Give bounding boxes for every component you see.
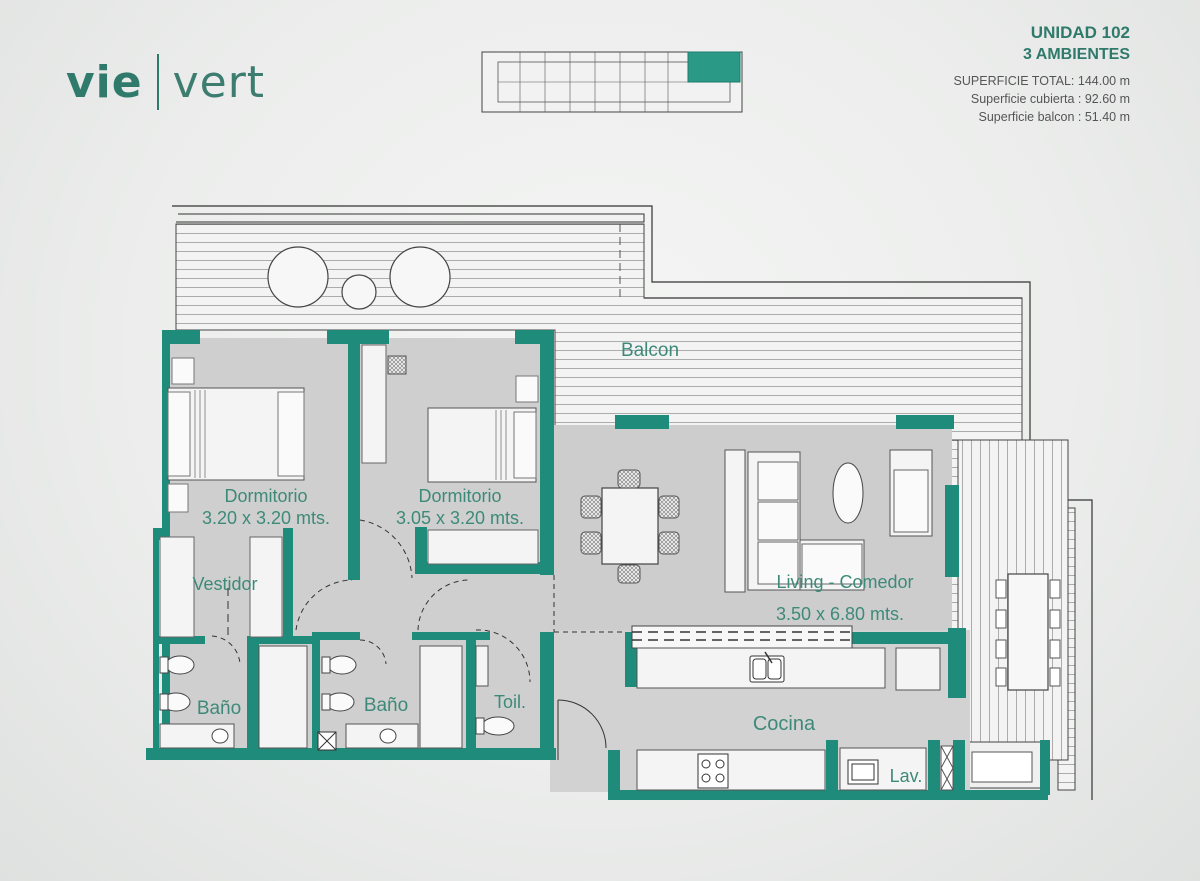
bedroom-1-furniture (167, 357, 305, 513)
room-labels: Balcon Dormitorio 3.20 x 3.20 mts. Dormi… (192, 340, 922, 786)
unit-title: UNIDAD 102 (1030, 23, 1130, 42)
door-swings (211, 519, 625, 760)
bedroom-2-furniture (361, 344, 539, 565)
area-balcony: Superficie balcon : 51.40 m (978, 110, 1130, 124)
brand-logo: vie vert (66, 52, 265, 112)
brand-logo-divider (156, 54, 159, 110)
living-furniture (724, 449, 933, 593)
area-covered: Superficie cubierta : 92.60 m (970, 92, 1130, 106)
label-cocina: Cocina (753, 713, 816, 735)
label-balcon: Balcon (621, 340, 679, 361)
label-bano-1: Baño (197, 698, 241, 719)
vestidor-furniture (159, 536, 283, 638)
area-total: SUPERFICIE TOTAL: 144.00 m (953, 74, 1130, 88)
unit-info: UNIDAD 102 3 AMBIENTES SUPERFICIE TOTAL:… (954, 22, 1130, 126)
kitchen-fixtures (631, 625, 954, 791)
round-table-set (267, 246, 451, 310)
building-key-plan (481, 51, 743, 113)
label-living: Living - Comedor (776, 572, 913, 592)
unit-rooms: 3 AMBIENTES (1023, 46, 1130, 63)
label-living-size: 3.50 x 6.80 mts. (776, 604, 904, 624)
brand-logo-left: vie (66, 56, 143, 108)
label-dormitorio-1-size: 3.20 x 3.20 mts. (202, 508, 330, 528)
label-toilette: Toil. (494, 692, 526, 712)
bathroom-fixtures (159, 645, 515, 751)
label-dormitorio-2: Dormitorio (418, 486, 501, 506)
label-vestidor: Vestidor (192, 574, 257, 594)
label-dormitorio-1: Dormitorio (224, 486, 307, 506)
balcony-dining-table (961, 573, 1061, 789)
label-bano-2: Baño (364, 695, 408, 716)
label-lavadero: Lav. (890, 766, 923, 786)
highlighted-unit (687, 51, 741, 83)
dining-table (580, 469, 680, 584)
label-dormitorio-2-size: 3.05 x 3.20 mts. (396, 508, 524, 528)
walls (146, 330, 1050, 800)
brand-logo-right: vert (172, 56, 266, 108)
